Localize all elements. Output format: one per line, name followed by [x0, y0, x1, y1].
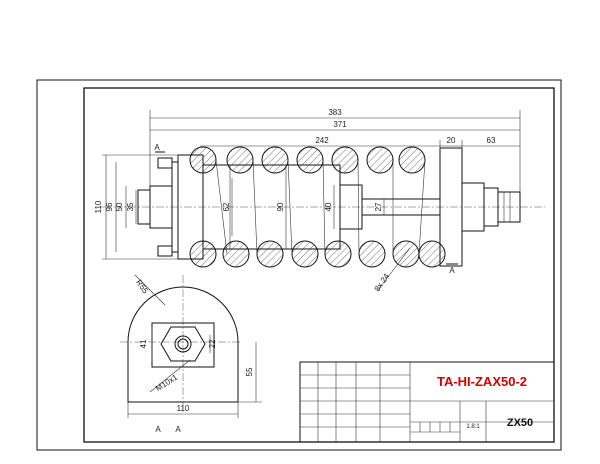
- dim-end-63: 63: [487, 136, 496, 145]
- dim-height-50: 50: [115, 202, 124, 211]
- bolt-bottom: [157, 245, 173, 257]
- side-view: R55 41 22 55 M10x1 110 A A: [120, 274, 262, 434]
- dim-radius: R55: [134, 278, 150, 296]
- dim-thread-m10: M10x1: [154, 372, 180, 393]
- dim-dia-40: 40: [324, 202, 333, 211]
- dim-height-96: 96: [105, 202, 114, 211]
- dim-base-width: 110: [177, 404, 190, 413]
- dim-dia-27: 27: [374, 202, 383, 211]
- dim-height-110: 110: [94, 200, 103, 213]
- dim-height-55: 55: [245, 367, 254, 376]
- dim-width-22: 22: [208, 339, 217, 348]
- dim-height-35: 35: [126, 202, 135, 211]
- section-label-top: A: [154, 143, 160, 152]
- spring-coils-top: [189, 146, 426, 174]
- outer-border: [36, 79, 562, 451]
- section-label-a1: A: [155, 425, 161, 434]
- front-view: 383 371 242 20 63 110 96 50 35 62 90 40 …: [94, 108, 545, 293]
- dim-spring-length: 371: [333, 120, 347, 129]
- mount-plate-outline: [127, 286, 239, 403]
- title-block: TA-HI-ZAX50-2 ZX50 1.8:1: [299, 361, 555, 443]
- model-name: ZX50: [507, 417, 533, 429]
- spring-coils-bottom: [189, 240, 446, 268]
- dim-dia-62: 62: [222, 202, 231, 211]
- hex-nut: [160, 326, 206, 362]
- dim-end-20: 20: [447, 136, 456, 145]
- bolt-top: [157, 157, 173, 169]
- dim-overall-length: 383: [328, 108, 342, 117]
- section-label-bottom: A: [449, 266, 455, 275]
- dim-body-length: 242: [315, 136, 329, 145]
- dim-width-41: 41: [139, 339, 148, 348]
- dim-dia-90: 90: [276, 202, 285, 211]
- drawing-title: TA-HI-ZAX50-2: [437, 374, 527, 389]
- rod-end: [497, 191, 521, 223]
- dim-thread-8x24: 8x 24: [373, 272, 392, 294]
- section-label-a2: A: [175, 425, 181, 434]
- scale-label: 1.8:1: [466, 424, 480, 430]
